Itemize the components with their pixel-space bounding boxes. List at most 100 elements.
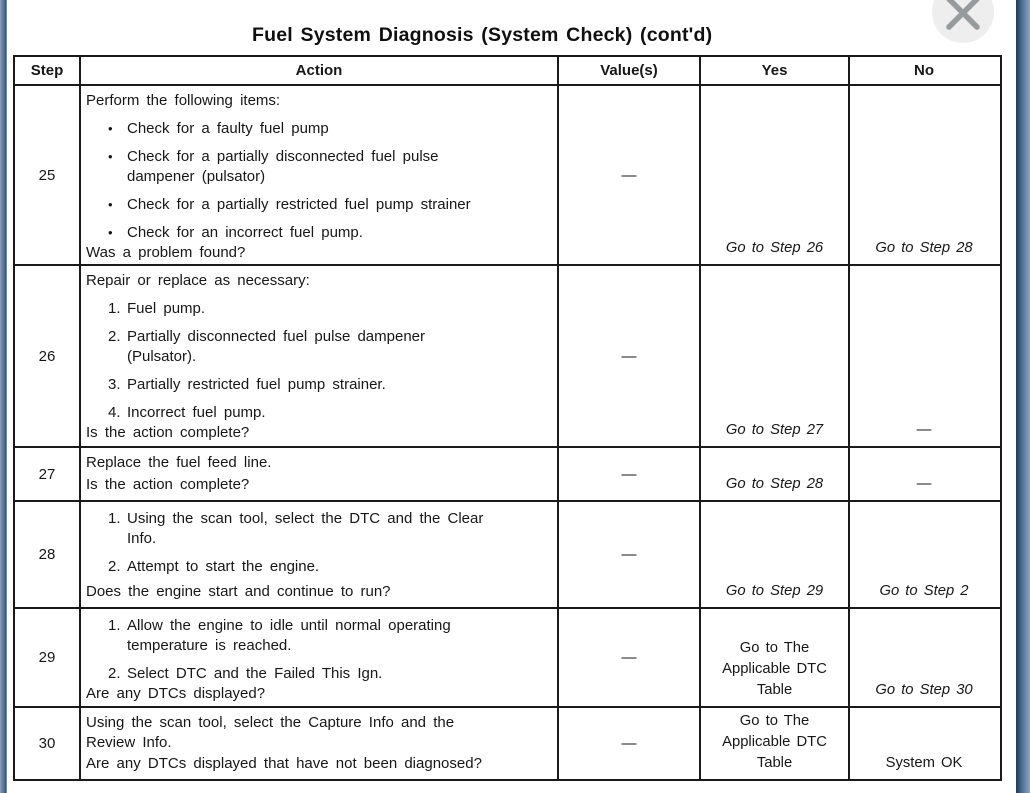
action-list-item: 1.Fuel pump. (86, 299, 523, 319)
list-marker: • (108, 121, 113, 136)
action-list-item: 2. Attempt to start the engine. (86, 557, 523, 577)
yes-cell-line: Go to Step 29 (725, 583, 824, 599)
table-row-step-26: 26 Repair or replace as necessary:1.Fuel … (15, 264, 1000, 446)
list-marker: 3. (108, 376, 121, 393)
column-header-yes: Yes (699, 57, 848, 84)
value-cell: — (557, 448, 699, 500)
no-cell: Go to Step 30 (848, 609, 998, 706)
yes-cell-line: Go to Step 26 (725, 240, 824, 256)
action-list-item: 2. Partially disconnected fuel pulse damp… (86, 327, 523, 367)
list-item-text: Partially disconnected fuel pulse dampen… (127, 328, 426, 365)
table-row-step-30: 30 Using the scan tool, select the Captur… (15, 706, 1000, 779)
no-cell-line: Go to Step 2 (879, 583, 969, 599)
yes-cell: Go to Step 27 (699, 266, 848, 446)
value-cell: — (557, 86, 699, 264)
action-intro-text: Using the scan tool, select the Capture … (86, 714, 455, 751)
page-title: Fuel System Diagnosis (System Check) (co… (252, 24, 713, 46)
yes-cell-line: Go to The (739, 713, 810, 729)
action-cell: Using the scan tool, select the Capture … (79, 708, 557, 779)
no-cell-line: Go to Step 30 (875, 682, 973, 698)
yes-cell-line: Table (756, 755, 793, 771)
yes-cell: Go to Step 29 (699, 502, 848, 607)
action-cell: Repair or replace as necessary:1.Fuel pu… (79, 266, 557, 446)
list-item-text: Check for a faulty fuel pump (127, 120, 329, 137)
list-marker: 2. (108, 558, 121, 575)
no-cell-line: — (916, 476, 932, 492)
yes-cell: Go to Step 28 (699, 448, 848, 500)
action-list-item: •Check for a partially restricted fuel p… (86, 195, 523, 215)
column-header-no: No (848, 57, 998, 84)
step-number: 29 (38, 649, 56, 666)
yes-cell-line: Applicable DTC (722, 661, 827, 677)
action-intro-text: Perform the following items: (86, 92, 281, 109)
action-list-item: • Check for a partially disconnected fuel… (86, 147, 523, 187)
column-header-values: Value(s) (557, 57, 699, 84)
no-cell: Go to Step 28 (848, 86, 998, 264)
action-question-text: Is the action complete? (86, 476, 250, 493)
step-number: 25 (38, 166, 56, 184)
list-marker: 1. (108, 510, 121, 527)
action-cell: 1. Allow the engine to idle until normal … (79, 609, 557, 706)
list-marker: • (108, 149, 113, 164)
list-item-text: Incorrect fuel pump. (127, 404, 266, 421)
action-question-text: Are any DTCs displayed that have not bee… (86, 755, 482, 772)
action-list-item: 4. Incorrect fuel pump. (86, 403, 523, 423)
yes-cell-line: Table (756, 682, 793, 698)
table-row-step-29: 29 1. Allow the engine to idle until norma… (15, 607, 1000, 706)
yes-cell-line: Go to The (739, 640, 810, 656)
list-marker: 1. (108, 617, 121, 634)
list-marker: • (108, 225, 113, 240)
no-cell: — (848, 266, 998, 446)
no-cell-line: — (916, 422, 932, 438)
action-list-item: •Check for an incorrect fuel pump. (86, 223, 523, 243)
column-header-action: Action (79, 57, 557, 84)
action-list-item: 1. Allow the engine to idle until normal … (86, 616, 523, 656)
yes-cell-line: Applicable DTC (722, 734, 827, 750)
no-cell-line: System OK (885, 755, 963, 771)
yes-cell-line: Go to Step 28 (725, 476, 824, 492)
right-edge-strip[interactable] (1016, 0, 1030, 793)
action-question-text: Was a problem found? (86, 244, 246, 261)
list-marker: 1. (108, 300, 121, 317)
yes-cell: Go to Step 26 (699, 86, 848, 264)
action-cell: Replace the fuel feed line. Is the action… (79, 448, 557, 500)
x-icon (946, 0, 980, 30)
value-cell: — (557, 708, 699, 779)
table-row-step-27: 27 Replace the fuel feed line. Is the acti… (15, 446, 1000, 500)
no-cell: System OK (848, 708, 998, 779)
list-item-text: Select DTC and the Failed This Ign. (127, 665, 383, 682)
action-intro-text: Replace the fuel feed line. (86, 454, 272, 471)
step-number: 26 (38, 347, 56, 365)
list-item-text: Attempt to start the engine. (127, 558, 320, 575)
list-item-text: Allow the engine to idle until normal op… (127, 617, 451, 654)
action-list-item: 2. Select DTC and the Failed This Ign. (86, 664, 523, 684)
value-cell: — (557, 502, 699, 607)
action-cell: Perform the following items:•Check for a… (79, 86, 557, 264)
list-marker: 2. (108, 665, 121, 682)
list-marker: • (108, 197, 113, 212)
list-marker: 2. (108, 328, 121, 345)
no-cell-line: Go to Step 28 (875, 240, 973, 256)
list-item-text: Check for a partially disconnected fuel … (127, 148, 439, 185)
close-button[interactable] (932, 0, 994, 43)
action-question-text: Are any DTCs displayed? (86, 685, 266, 702)
step-number: 27 (38, 465, 56, 483)
no-cell: — (848, 448, 998, 500)
action-question-text: Is the action complete? (86, 424, 250, 441)
left-edge-strip (0, 0, 7, 793)
value-cell: — (557, 266, 699, 446)
list-marker: 4. (108, 404, 121, 421)
list-item-text: Partially restricted fuel pump strainer. (127, 376, 386, 393)
action-question-text: Does the engine start and continue to ru… (86, 583, 391, 600)
step-number: 30 (38, 735, 56, 752)
action-list-item: 1.Using the scan tool, select the DTC an… (86, 509, 523, 549)
yes-cell-line: Go to Step 27 (725, 422, 824, 438)
action-list-item: • Check for a faulty fuel pump (86, 119, 523, 139)
action-cell: 1.Using the scan tool, select the DTC an… (79, 502, 557, 607)
